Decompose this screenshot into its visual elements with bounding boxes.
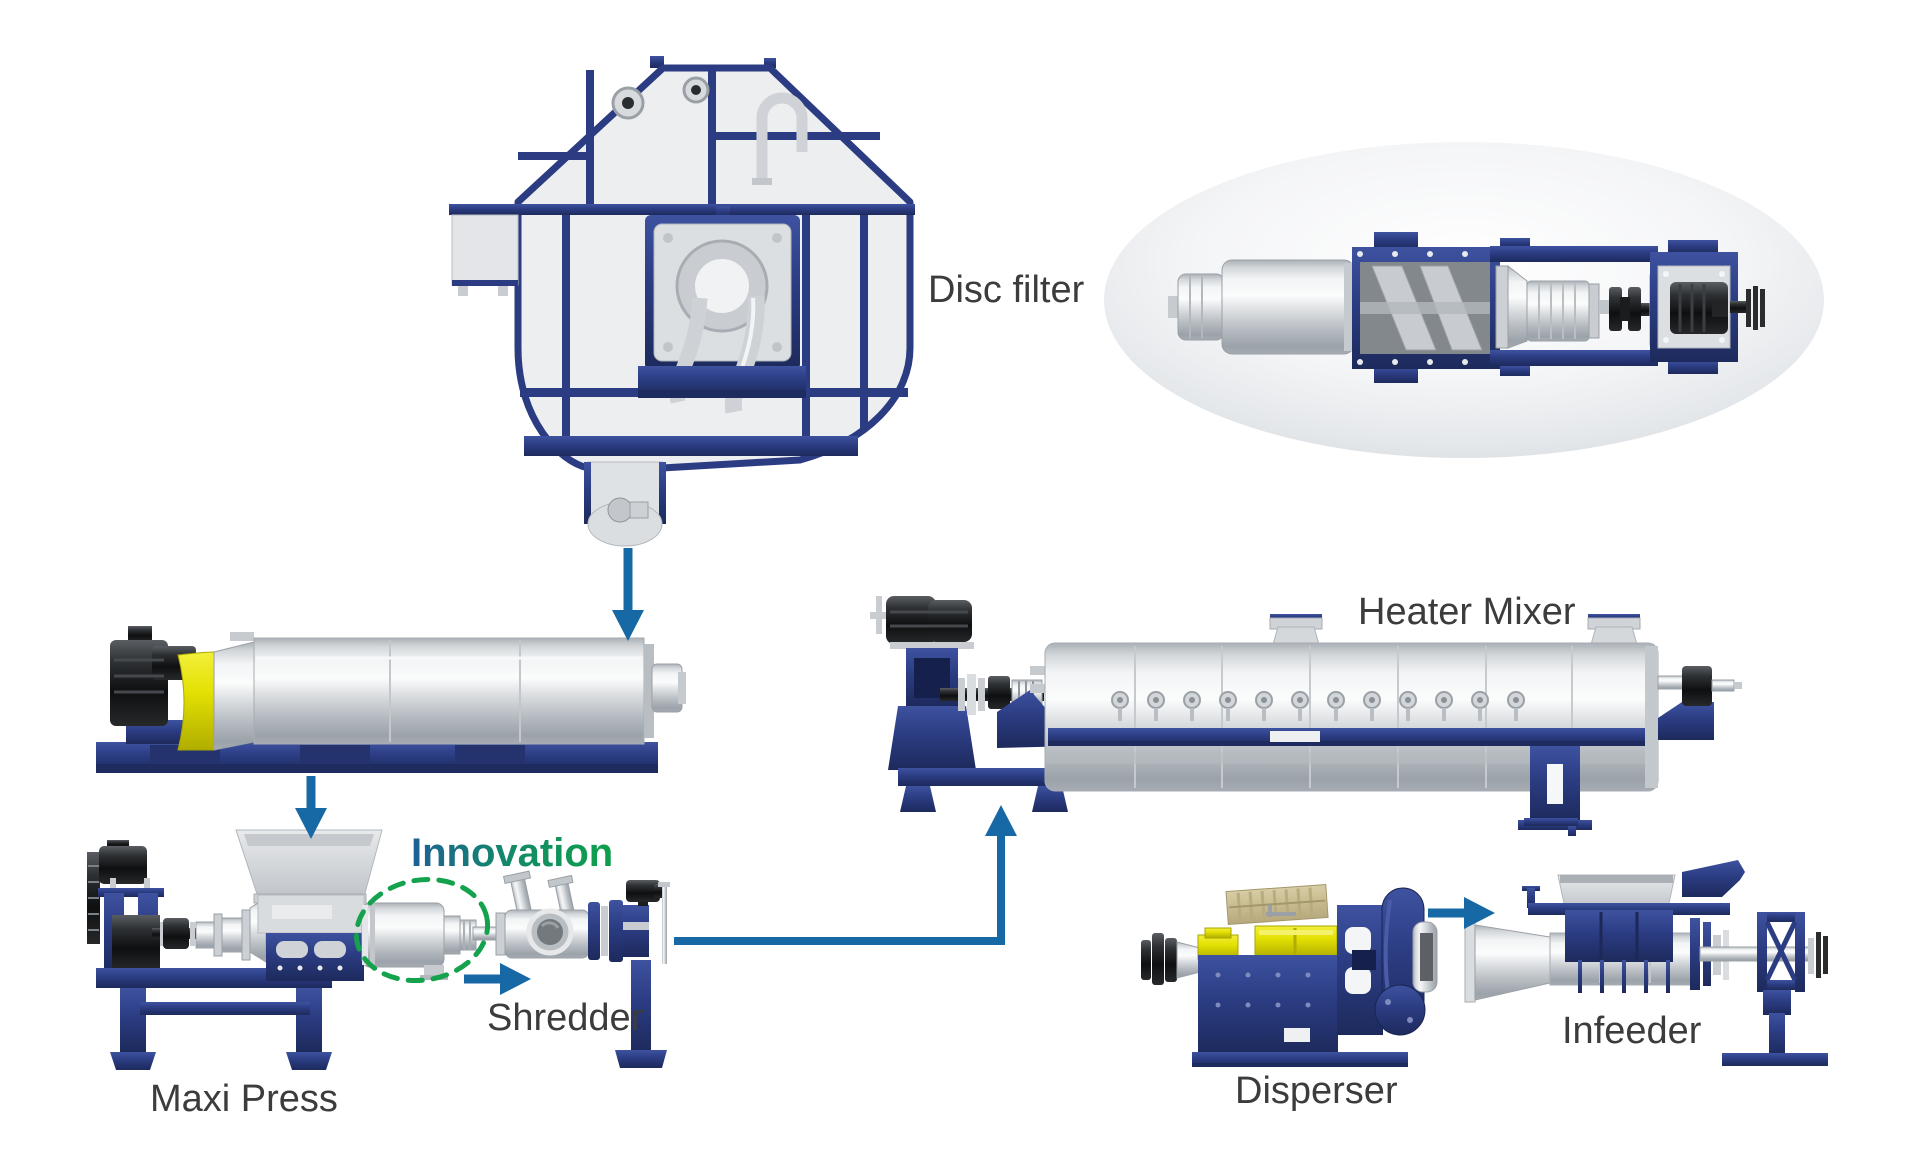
disperser-coupling	[1152, 933, 1164, 985]
maxi-press-motor	[99, 846, 147, 884]
shredder-flange	[588, 902, 600, 960]
disperser-label: Disperser	[1235, 1070, 1398, 1112]
heater-mixer-coupling	[988, 676, 1010, 709]
shredder-label: Shredder	[487, 997, 644, 1039]
arrow-disc-filter-to-press	[612, 548, 644, 641]
shredder-inlet-pipe	[547, 874, 576, 918]
inset-frame-rail-bottom	[1490, 350, 1658, 366]
arrow-shredder-to-heater-mixer	[674, 805, 1017, 945]
heater-mixer-machine	[870, 596, 1742, 830]
disc-filter-machine	[449, 56, 915, 547]
press-drum-cone	[213, 641, 255, 751]
inset-flange-tab	[1374, 232, 1418, 249]
shredder-drive-block	[623, 905, 649, 957]
inset-bearing-cylinder	[1526, 280, 1590, 342]
shredder-leg	[631, 960, 651, 1052]
arrow-press-to-maxi-press	[295, 776, 327, 839]
infeeder-deflector	[1682, 860, 1745, 897]
press-drum-belt-guard	[177, 651, 215, 751]
disc-filter-u-pipe	[756, 92, 808, 182]
maxi-press-gearbox	[112, 915, 160, 970]
infeeder-machine	[1464, 818, 1828, 1066]
inset-frame-rail-top	[1490, 246, 1658, 262]
shredder-machine	[472, 870, 670, 1068]
disc-filter-deck	[449, 204, 915, 215]
disperser-crate	[1225, 884, 1329, 925]
inset-drive-motor	[1670, 282, 1728, 334]
arrow-disperser-to-infeeder	[1428, 897, 1495, 929]
infeeder-label: Infeeder	[1562, 1010, 1702, 1052]
shredder-motor	[626, 880, 660, 902]
infeeder-feed-box	[1565, 910, 1673, 962]
disc-filter-shelf	[451, 214, 519, 286]
flow-arrows	[295, 548, 1495, 995]
disperser-machine	[1141, 884, 1438, 1067]
infeeder-pedestal	[1763, 990, 1791, 1015]
heater-mixer-port-row	[1111, 691, 1525, 721]
innovation-label: Innovation	[411, 831, 613, 875]
disc-filter-label: Disc filter	[928, 269, 1085, 311]
press-drum-shell	[253, 637, 645, 745]
infeeder-top-bracket	[1524, 818, 1578, 826]
inset-motor-cylinder	[1221, 259, 1355, 355]
arrow-innovation-to-shredder	[464, 963, 531, 995]
inset-flange-tab	[1374, 366, 1418, 383]
disperser-body	[1198, 955, 1338, 1055]
infeeder-shaft	[1699, 946, 1811, 962]
press-drum-end-cap	[651, 663, 683, 713]
maxi-press-machine	[87, 829, 477, 1070]
maxi-press-coupling	[163, 918, 189, 949]
heater-mixer-end-coupling	[1682, 666, 1712, 706]
press-drum-machine	[96, 626, 686, 773]
inset-coupling	[1609, 287, 1622, 331]
infeeder-inlet-cone	[1474, 924, 1551, 1001]
screw-conveyor-inset	[1168, 232, 1765, 383]
heater-mixer-label: Heater Mixer	[1358, 591, 1576, 633]
maxi-press-label: Maxi Press	[150, 1078, 338, 1120]
heater-mixer-motor	[886, 596, 936, 644]
innovation-highlight-ellipse	[353, 876, 491, 984]
